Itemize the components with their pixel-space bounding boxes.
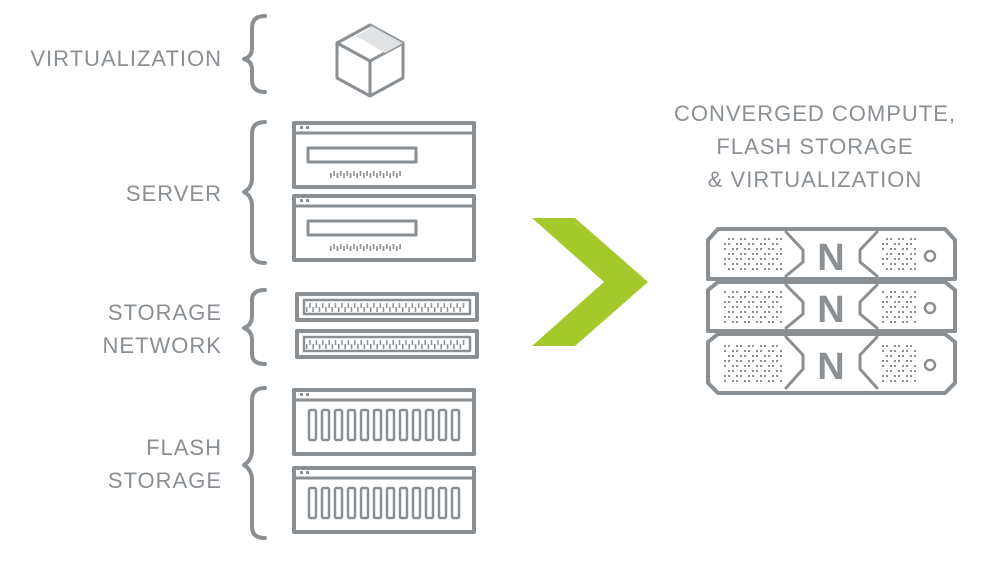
label-flash-storage-line1: FLASH — [146, 435, 222, 460]
label-server: SERVER — [0, 177, 222, 210]
network-switch-icon-2 — [295, 329, 479, 359]
chevron-right-icon — [532, 218, 648, 346]
status-dots — [300, 126, 309, 474]
label-storage-network-line1: STORAGE — [107, 300, 222, 325]
label-flash-storage: FLASH STORAGE — [0, 431, 222, 497]
brace-flash — [242, 386, 267, 540]
converged-title-line1: CONVERGED COMPUTE, — [673, 101, 957, 126]
node-letter-3: N — [817, 346, 844, 388]
server-rack-icon-2 — [292, 194, 476, 262]
converged-title-line3: & VIRTUALIZATION — [707, 167, 923, 192]
node-letter-2: N — [817, 289, 844, 331]
node-letter-1: N — [817, 237, 844, 279]
network-switch-icon — [295, 292, 479, 322]
label-storage-network: STORAGE NETWORK — [0, 296, 222, 362]
brace-virtualization — [242, 14, 267, 94]
label-virtualization: VIRTUALIZATION — [0, 42, 222, 75]
brace-server — [242, 120, 267, 265]
node-grilles — [724, 238, 916, 382]
label-server-text: SERVER — [125, 181, 222, 206]
node-letters: N N N — [817, 237, 844, 388]
converged-title: CONVERGED COMPUTE, FLASH STORAGE & VIRTU… — [640, 97, 990, 196]
flash-storage-icon — [292, 388, 476, 456]
brace-network — [242, 288, 267, 366]
flash-storage-icon-2 — [292, 466, 476, 534]
network-ports — [306, 303, 465, 349]
converged-title-line2: FLASH STORAGE — [716, 134, 914, 159]
label-virtualization-text: VIRTUALIZATION — [30, 46, 222, 71]
label-flash-storage-line2: STORAGE — [107, 468, 222, 493]
label-storage-network-line2: NETWORK — [102, 333, 222, 358]
server-rack-icon — [292, 121, 476, 189]
converged-node-icon — [706, 227, 957, 395]
flash-drive-slots — [307, 408, 461, 520]
server-vents — [330, 171, 401, 251]
cube-top-face — [356, 27, 401, 53]
